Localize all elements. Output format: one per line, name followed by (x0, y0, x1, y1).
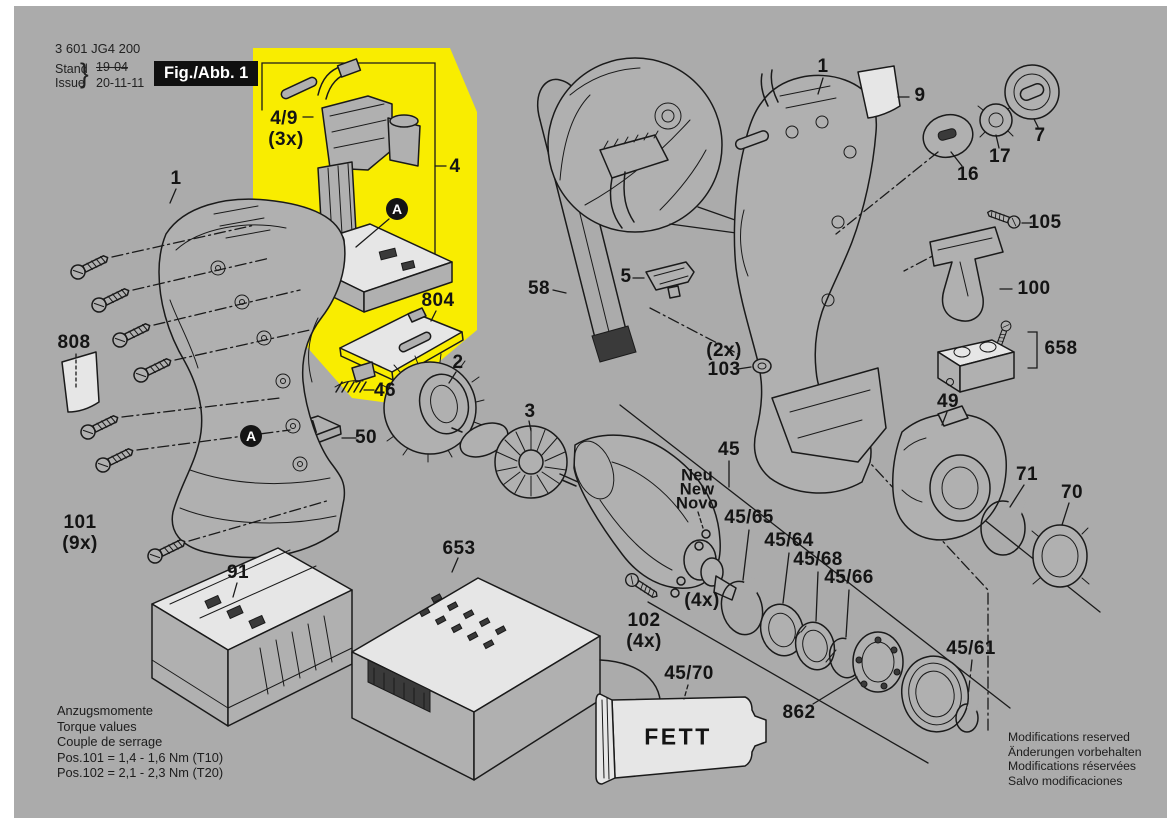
mods-line-es: Salvo modificaciones (1008, 773, 1123, 788)
damper-103-drawing (737, 358, 772, 374)
rotor-3-drawing (451, 420, 579, 499)
torque-line-fr: Couple de serrage (57, 734, 163, 749)
contact-plate-804-drawing (339, 307, 464, 383)
impact-parts-drawing (720, 529, 980, 733)
ring-70-drawing (1031, 502, 1090, 588)
sticker-808-drawing (61, 351, 100, 413)
battery-91-drawing (151, 547, 353, 727)
right-housing-drawing (733, 69, 887, 494)
stand-value: 19-04 (96, 60, 128, 74)
detent-balls-drawing (670, 511, 711, 598)
charger-653-drawing (351, 557, 661, 781)
latch-5-drawing (632, 261, 695, 299)
stand-issue-brace: } (80, 57, 89, 89)
mods-line-fr: Modifications réservées (1008, 759, 1137, 773)
stand-label: Stand (55, 62, 88, 76)
torque-line-de: Anzugsmomente (57, 703, 154, 718)
hammer-case-49-drawing (892, 405, 1007, 541)
issue-value: 20-11-11 (96, 76, 145, 90)
grease-tube-drawing (595, 684, 767, 785)
torque-line-en: Torque values (57, 718, 137, 734)
cap-17-drawing (977, 103, 1014, 149)
belt-clip-100-drawing (929, 226, 1013, 322)
torque-note: Anzugsmomente Torque values Couple de se… (57, 703, 223, 781)
mods-line-en: Modifications reserved (1008, 730, 1130, 744)
detail-inset-circle (547, 57, 801, 247)
cover-7-drawing (1004, 64, 1060, 128)
sticker-9-drawing (857, 65, 910, 119)
bracket-658-drawing (937, 319, 1038, 393)
disc-16-drawing (835, 113, 974, 235)
torque-pos-101: Pos.101 = 1,4 - 1,6 Nm (T10) (57, 749, 224, 765)
left-housing-drawing (158, 188, 346, 559)
assembly-boundary-lines (619, 307, 1101, 764)
stator-2-drawing (379, 353, 485, 463)
torque-pos-102: Pos.102 = 2,1 - 2,3 Nm (T20) (57, 765, 224, 780)
type-number: 3 601 JG4 200 (55, 41, 141, 56)
modifications-note: Modifications reserved Änderungen vorbeh… (1008, 730, 1142, 788)
issue-label: Issue (55, 76, 85, 90)
pin-4-9-drawing (280, 76, 318, 100)
gear-unit-45-drawing (573, 434, 737, 601)
screws-101-drawing (67, 224, 331, 567)
mods-line-de: Änderungen vorbehalten (1008, 744, 1142, 759)
snap-ring-71-drawing (980, 484, 1026, 556)
figure-label: Fig./Abb. 1 (154, 61, 259, 86)
spring-46-drawing (334, 380, 375, 393)
